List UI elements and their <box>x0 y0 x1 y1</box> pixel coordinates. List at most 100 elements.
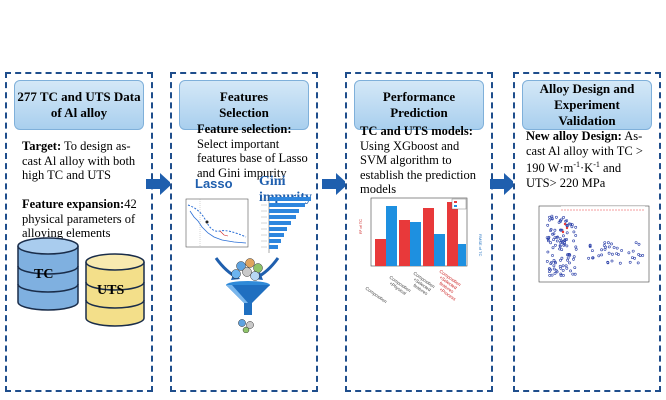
database-icon <box>15 236 81 312</box>
scatter-point <box>552 259 556 262</box>
scatter-point <box>549 262 553 266</box>
scatter-point <box>550 214 554 218</box>
scatter-point <box>569 222 573 226</box>
svg-text:Composition: Composition <box>364 286 388 305</box>
scatter-point <box>597 254 601 258</box>
scatter-point <box>553 228 557 232</box>
scatter-point <box>558 237 562 241</box>
scatter-point <box>587 256 591 260</box>
design-label: New alloy Design: <box>526 129 622 143</box>
scatter-point <box>558 244 562 248</box>
scatter-point <box>548 215 551 219</box>
design-text-part: ·K <box>580 161 594 176</box>
scatter-point <box>560 241 564 245</box>
funnel-icon <box>226 258 270 333</box>
scatter-point <box>551 246 555 250</box>
scatter-point <box>559 274 563 277</box>
scatter-point <box>559 228 563 232</box>
scatter-point <box>546 239 550 243</box>
performance-prediction-title: Performance Prediction <box>354 80 484 130</box>
scatter-point <box>573 266 577 270</box>
lasso-label: Lasso <box>195 176 233 191</box>
scatter-point <box>559 266 563 270</box>
scatter-point <box>572 239 576 243</box>
scatter-point <box>574 234 578 237</box>
scatter-point <box>564 219 568 223</box>
scatter-point <box>545 260 549 263</box>
scatter-point <box>554 269 558 272</box>
scatter-point <box>553 243 557 247</box>
feature-selection-description: Select important features base of Lasso … <box>197 136 308 180</box>
right-arrow-icon <box>146 173 172 195</box>
data-panel: 277 TC and UTS Data of Al alloy Target: … <box>5 72 153 392</box>
scatter-point <box>610 242 613 246</box>
models-text: TC and UTS models: Using XGboost and SVM… <box>360 124 483 197</box>
alloy-design-panel: Alloy Design and Experiment Validation N… <box>513 72 661 392</box>
tc-database-label: TC <box>34 267 54 282</box>
scatter-point <box>572 257 575 261</box>
scatter-point <box>591 249 594 253</box>
scatter-point <box>588 243 592 247</box>
design-text-part: As-cast Al alloy with TC > 190 W·m <box>526 129 643 176</box>
scatter-point <box>546 237 550 241</box>
feature-expansion-description: physical parameters of alloying elements <box>22 211 136 241</box>
gini-impurity-plot <box>261 195 311 253</box>
scatter-point <box>637 242 641 246</box>
scatter-point <box>562 234 565 238</box>
scatter-point <box>570 225 574 229</box>
design-superscript: -1 <box>593 160 600 169</box>
scatter-point <box>565 231 569 235</box>
feature-expansion-label: Feature expansion: <box>22 197 125 211</box>
scatter-point <box>600 248 604 252</box>
design-text: New alloy Design: As-cast Al alloy with … <box>526 129 651 190</box>
scatter-point <box>568 253 571 256</box>
scatter-point <box>559 272 563 276</box>
model-comparison-plot: R² of TC RMSE of TC Composition Composit… <box>358 197 483 305</box>
database-icon <box>83 252 147 328</box>
scatter-point <box>607 251 611 255</box>
scatter-point <box>574 225 578 229</box>
performance-prediction-panel: Performance Prediction TC and UTS models… <box>345 72 493 392</box>
feature-expansion-text: Feature expansion:42 physical parameters… <box>22 197 143 241</box>
target-label: Target: <box>22 139 62 153</box>
feature-selection-text: Feature selection: Select important feat… <box>197 122 308 180</box>
target-description: To design as-cast Al alloy with both hig… <box>22 139 136 182</box>
scatter-point <box>562 215 566 219</box>
scatter-point <box>561 264 565 268</box>
scatter-point <box>551 254 554 257</box>
scatter-point <box>607 245 611 249</box>
scatter-point <box>555 239 559 243</box>
scatter-point <box>565 244 569 248</box>
right-arrow-icon <box>322 173 348 195</box>
scatter-point <box>567 253 570 256</box>
scatter-point <box>638 254 642 258</box>
scatter-point <box>574 245 578 249</box>
feature-selection-title: Features Selection <box>179 80 309 130</box>
scatter-point <box>559 258 562 262</box>
scatter-point <box>572 230 576 234</box>
scatter-point <box>560 256 564 260</box>
scatter-point <box>633 256 637 260</box>
scatter-point <box>557 221 561 224</box>
scatter-point <box>572 255 576 259</box>
lasso-plot <box>185 198 249 248</box>
feature-selection-label: Feature selection: <box>197 122 292 136</box>
scatter-point <box>552 264 556 268</box>
scatter-point <box>631 249 635 253</box>
scatter-point <box>600 253 604 257</box>
data-panel-title: 277 TC and UTS Data of Al alloy <box>14 80 144 130</box>
scatter-point <box>551 232 555 236</box>
scatter-point <box>606 260 610 264</box>
scatter-point <box>554 215 558 219</box>
scatter-point <box>553 272 557 275</box>
feature-selection-panel: Features Selection Feature selection: Se… <box>170 72 318 392</box>
svg-text:R² of TC: R² of TC <box>358 219 363 234</box>
scatter-point <box>549 227 553 231</box>
models-description: Using XGboost and SVM algorithm to estab… <box>360 138 476 197</box>
scatter-point <box>552 238 555 242</box>
alloy-design-title: Alloy Design and Experiment Validation <box>522 80 652 130</box>
scatter-point <box>552 232 556 236</box>
scatter-point <box>552 267 556 271</box>
scatter-point <box>627 251 631 255</box>
scatter-point <box>549 241 553 245</box>
